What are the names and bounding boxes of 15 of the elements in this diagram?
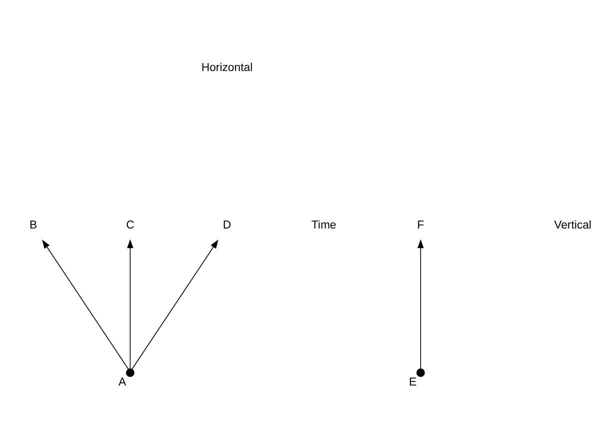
label: Vertical xyxy=(554,220,592,232)
node-label: E xyxy=(408,376,417,389)
node-text: D xyxy=(222,220,232,232)
arrow xyxy=(127,239,134,370)
label: Horizontal xyxy=(201,62,253,74)
arrow xyxy=(42,240,129,370)
node-label: A xyxy=(118,376,126,389)
arrow xyxy=(132,240,218,370)
node-text: F xyxy=(417,220,424,232)
node-circle xyxy=(416,368,425,377)
node-circle xyxy=(126,368,134,377)
arrow xyxy=(418,239,424,370)
node-text: C xyxy=(126,220,134,232)
label: Time xyxy=(311,220,336,232)
node-text: B xyxy=(30,220,38,232)
